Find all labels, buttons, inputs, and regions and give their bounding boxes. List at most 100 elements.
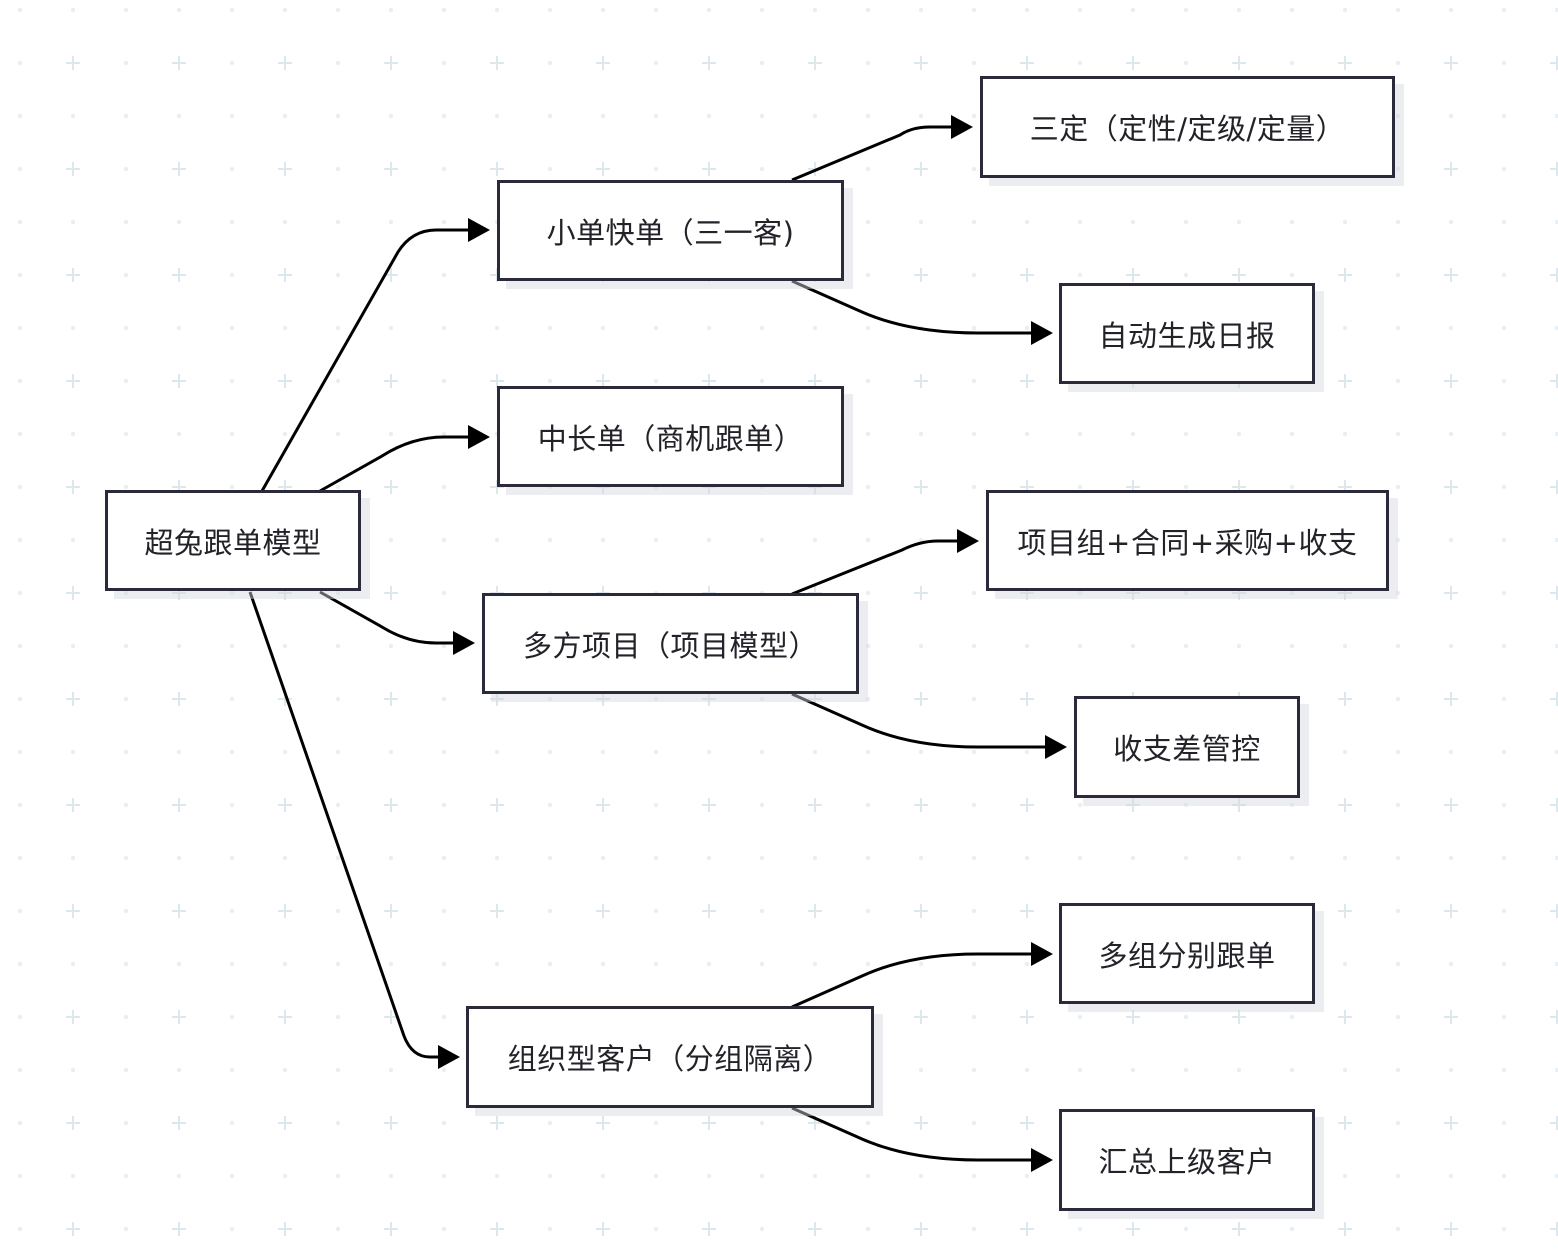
grid-dot (1024, 643, 1030, 649)
grid-dot (123, 1226, 129, 1232)
grid-dot (441, 1226, 447, 1232)
grid-dot (229, 219, 235, 225)
grid-dot (1236, 219, 1242, 225)
grid-dot (706, 1173, 712, 1179)
grid-dot (282, 643, 288, 649)
grid-dot (759, 166, 765, 172)
grid-plus (808, 798, 822, 812)
grid-plus (384, 1010, 398, 1024)
grid-dot (335, 749, 341, 755)
grid-dot (918, 855, 924, 861)
grid-dot (653, 1173, 659, 1179)
grid-plus (278, 1116, 292, 1130)
grid-plus (914, 586, 928, 600)
grid-plus (172, 798, 186, 812)
grid-dot (1554, 431, 1558, 437)
grid-plus (172, 162, 186, 176)
grid-dot (1130, 431, 1136, 437)
node-sanding[interactable]: 三定（定性/定级/定量） (980, 76, 1395, 178)
grid-dot (759, 855, 765, 861)
grid-dot (229, 1067, 235, 1073)
grid-dot (17, 166, 23, 172)
grid-dot (971, 749, 977, 755)
grid-dot (600, 749, 606, 755)
grid-plus (1020, 904, 1034, 918)
node-daily[interactable]: 自动生成日报 (1059, 283, 1315, 384)
grid-dot (918, 749, 924, 755)
grid-plus (384, 1116, 398, 1130)
grid-dot (388, 325, 394, 331)
grid-dot (971, 1120, 977, 1126)
grid-dot (229, 113, 235, 119)
grid-dot (123, 1014, 129, 1020)
node-projgroup[interactable]: 项目组+合同+采购+收支 (986, 490, 1389, 591)
node-multigroup[interactable]: 多组分别跟单 (1059, 903, 1315, 1004)
grid-dot (547, 325, 553, 331)
grid-dot (441, 961, 447, 967)
grid-plus (702, 1222, 716, 1236)
grid-plus (1126, 268, 1140, 282)
grid-dot (282, 219, 288, 225)
grid-dot (918, 431, 924, 437)
grid-plus (1550, 904, 1558, 918)
grid-dot (1024, 1067, 1030, 1073)
grid-dot (1289, 219, 1295, 225)
grid-dot (1289, 1067, 1295, 1073)
grid-plus (66, 692, 80, 706)
grid-dot (441, 431, 447, 437)
grid-plus (66, 1222, 80, 1236)
grid-dot (229, 908, 235, 914)
node-root[interactable]: 超兔跟单模型 (105, 490, 361, 591)
grid-dot (17, 378, 23, 384)
grid-dot (1448, 1173, 1454, 1179)
grid-dot (229, 1014, 235, 1020)
grid-plus (596, 1222, 610, 1236)
grid-dot (1448, 749, 1454, 755)
grid-dot (865, 60, 871, 66)
grid-plus (1550, 480, 1558, 494)
grid-dot (335, 219, 341, 225)
node-mid[interactable]: 中长单（商机跟单） (497, 386, 844, 487)
grid-plus (490, 1116, 504, 1130)
grid-dot (812, 749, 818, 755)
grid-dot (123, 1067, 129, 1073)
grid-plus (1550, 374, 1558, 388)
grid-dot (441, 219, 447, 225)
grid-dot (600, 1173, 606, 1179)
grid-plus (914, 1010, 928, 1024)
node-multi[interactable]: 多方项目（项目模型） (482, 593, 859, 694)
grid-plus (1444, 1116, 1458, 1130)
grid-dot (812, 1173, 818, 1179)
grid-dot (759, 1173, 765, 1179)
grid-dot (971, 219, 977, 225)
grid-dot (1130, 7, 1136, 13)
grid-plus (1338, 1010, 1352, 1024)
node-small[interactable]: 小单快单（三一客) (497, 180, 844, 281)
grid-dot (123, 484, 129, 490)
grid-dot (123, 113, 129, 119)
node-balance[interactable]: 收支差管控 (1074, 696, 1300, 798)
grid-plus (66, 798, 80, 812)
grid-dot (1024, 1173, 1030, 1179)
grid-plus (278, 56, 292, 70)
node-summary[interactable]: 汇总上级客户 (1059, 1109, 1315, 1211)
grid-dot (1395, 113, 1401, 119)
grid-dot (865, 749, 871, 755)
grid-plus (490, 162, 504, 176)
grid-plus (1232, 798, 1246, 812)
node-org[interactable]: 组织型客户（分组隔离） (466, 1006, 874, 1108)
grid-dot (1501, 696, 1507, 702)
grid-dot (653, 961, 659, 967)
grid-plus (66, 586, 80, 600)
grid-dot (1501, 60, 1507, 66)
grid-dot (1501, 1120, 1507, 1126)
grid-dot (865, 855, 871, 861)
grid-dot (1554, 1067, 1558, 1073)
grid-dot (494, 325, 500, 331)
grid-dot (1395, 802, 1401, 808)
grid-dot (1395, 908, 1401, 914)
grid-dot (653, 7, 659, 13)
grid-dot (1395, 272, 1401, 278)
grid-plus (1550, 56, 1558, 70)
grid-plus (914, 692, 928, 706)
